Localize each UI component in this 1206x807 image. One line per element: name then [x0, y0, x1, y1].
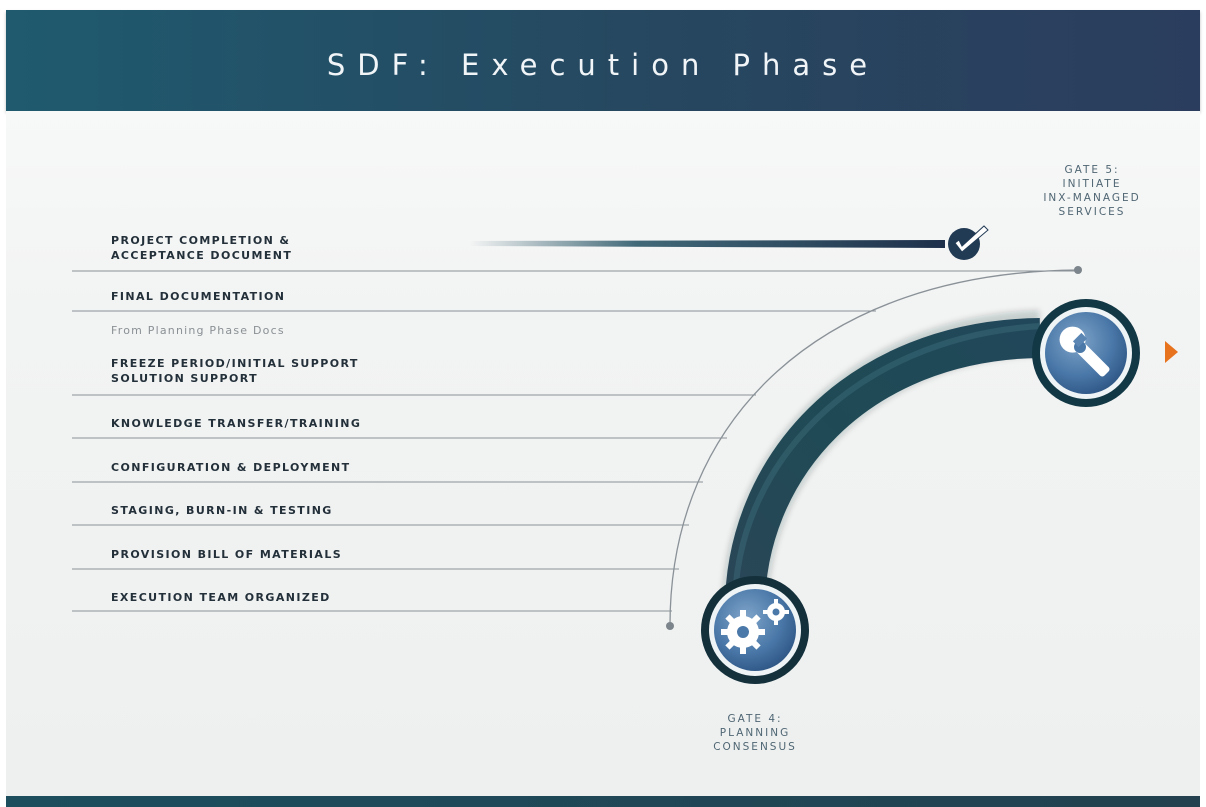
gate-5-line3: INX-MANAGED: [1043, 192, 1141, 204]
page-title: SDF: Execution Phase: [326, 48, 880, 82]
timeline-end-dot: [1074, 266, 1082, 274]
footer-bar: [6, 796, 1200, 807]
step-label-line2: SOLUTION SUPPORT: [111, 372, 259, 385]
step-label-line1: FINAL DOCUMENTATION: [111, 290, 286, 303]
gate-4-line3: CONSENSUS: [713, 741, 797, 753]
gate-5-label: GATE 5: INITIATE INX-MANAGED SERVICES: [1022, 163, 1162, 219]
step-rules: [72, 270, 1078, 612]
step-configuration: CONFIGURATION & DEPLOYMENT: [111, 460, 351, 475]
step-label-line1: FREEZE PERIOD/INITIAL SUPPORT: [111, 357, 359, 370]
step-label-line1: PROJECT COMPLETION &: [111, 234, 291, 247]
step-project-completion: PROJECT COMPLETION & ACCEPTANCE DOCUMENT: [111, 233, 292, 263]
step-note-planning-docs: From Planning Phase Docs: [111, 323, 285, 338]
step-label-line1: CONFIGURATION & DEPLOYMENT: [111, 461, 351, 474]
gate-4-line1: GATE 4:: [727, 713, 783, 725]
step-label-line1: EXECUTION TEAM ORGANIZED: [111, 591, 331, 604]
checkmark-icon: [948, 225, 989, 260]
step-label-line1: PROVISION BILL OF MATERIALS: [111, 548, 343, 561]
header-banner: SDF: Execution Phase: [6, 10, 1200, 111]
gate-5-line4: SERVICES: [1058, 206, 1126, 218]
step-label-line1: KNOWLEDGE TRANSFER/TRAINING: [111, 417, 362, 430]
step-execution-team: EXECUTION TEAM ORGANIZED: [111, 590, 331, 605]
step-provision-bom: PROVISION BILL OF MATERIALS: [111, 547, 342, 562]
gate-4-line2: PLANNING: [719, 727, 791, 739]
gate-4-label: GATE 4: PLANNING CONSENSUS: [685, 712, 825, 754]
step-label-line2: ACCEPTANCE DOCUMENT: [111, 249, 293, 262]
timeline-start-dot: [666, 622, 674, 630]
gears-icon: [701, 576, 809, 684]
step-freeze-period: FREEZE PERIOD/INITIAL SUPPORT SOLUTION S…: [111, 356, 359, 386]
step-knowledge-transfer: KNOWLEDGE TRANSFER/TRAINING: [111, 416, 361, 431]
step-staging: STAGING, BURN-IN & TESTING: [111, 503, 333, 518]
progress-band: [724, 318, 1041, 616]
diagram-panel: [6, 111, 1200, 796]
step-final-documentation: FINAL DOCUMENTATION: [111, 289, 285, 304]
step-label-line1: STAGING, BURN-IN & TESTING: [111, 504, 333, 517]
wrench-icon: [1032, 299, 1140, 407]
step-note-label: From Planning Phase Docs: [111, 324, 285, 337]
gate-5-line2: INITIATE: [1062, 178, 1122, 190]
gate-5-line1: GATE 5:: [1064, 164, 1120, 176]
completion-bar: [470, 240, 945, 248]
timeline-arc: [669, 269, 1079, 626]
band-highlight: [731, 323, 1041, 611]
triangle-right-icon[interactable]: [1165, 341, 1178, 363]
